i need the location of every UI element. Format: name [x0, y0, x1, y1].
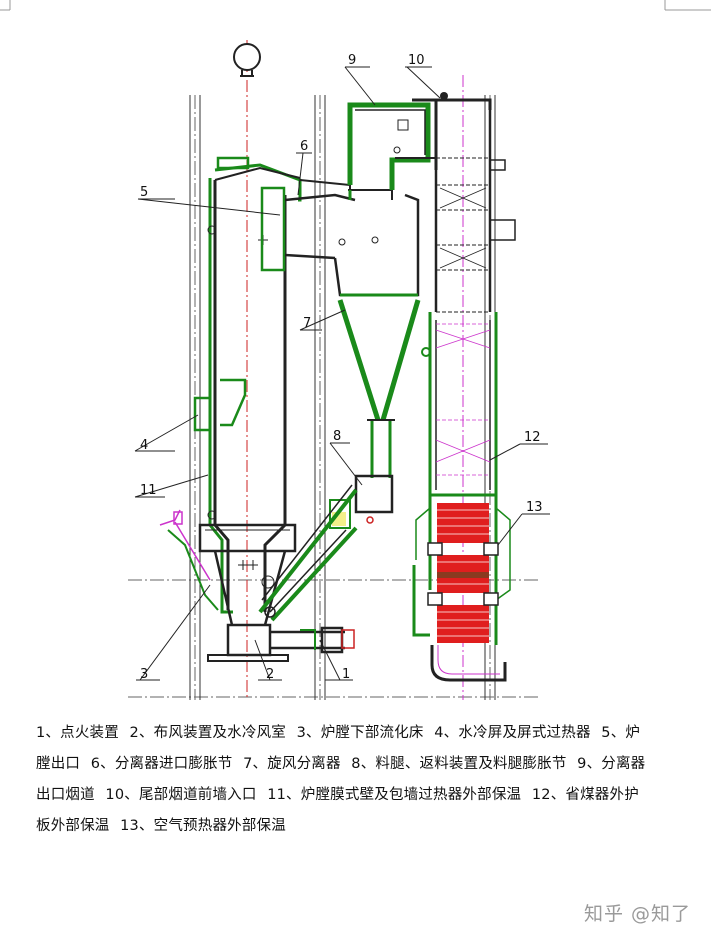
legend-item-11: 11、炉膛膜式壁及包墙过热器外部保温 [267, 787, 522, 803]
callout-13: 13 [526, 500, 543, 515]
legend-item-10: 10、尾部烟道前墙入口 [105, 787, 257, 803]
callout-4: 4 [140, 438, 148, 453]
callout-11: 11 [140, 483, 157, 498]
feed-pipe [159, 509, 211, 581]
furnace-body [193, 156, 302, 662]
callout-1: 1 [342, 667, 350, 682]
back-pass [412, 92, 516, 682]
callout-7: 7 [303, 316, 311, 331]
legend-item-4: 4、水冷屏及屏式过热器 [434, 725, 591, 741]
legend-item-12: 12、省煤器外护板外部保温 [36, 787, 639, 834]
legend-item-1: 1、点火装置 [36, 725, 119, 741]
legend-item-5: 5、炉膛出口 [36, 725, 641, 772]
legend-item-2: 2、布风装置及水冷风室 [129, 725, 286, 741]
feed-pipe-insulation [167, 529, 219, 611]
legend-item-6: 6、分离器进口膨胀节 [90, 756, 233, 772]
legend-item-3: 3、炉膛下部流化床 [296, 725, 424, 741]
ignition-device [270, 626, 355, 654]
zhihu-watermark: 知乎 @知了 [583, 903, 691, 925]
page-corner-marks [0, 0, 711, 11]
air-preheater-tubes [427, 503, 499, 643]
legend-item-13: 13、空气预热器外部保温 [120, 818, 286, 834]
callout-5: 5 [140, 185, 148, 200]
callout-12: 12 [524, 430, 541, 445]
separator-outlet-duct [347, 102, 436, 190]
boiler-schematic: 1 2 3 4 5 6 7 8 9 10 11 12 13 [0, 0, 711, 700]
legend-item-9: 9、分离器出口烟道 [36, 756, 646, 803]
legend-item-8: 8、料腿、返料装置及料腿膨胀节 [351, 756, 567, 772]
legend-item-7: 7、旋风分离器 [243, 756, 341, 772]
callout-3: 3 [140, 667, 148, 682]
legend-caption: 1、点火装置 2、布风装置及水冷风室 3、炉膛下部流化床 4、水冷屏及屏式过热器… [36, 718, 646, 842]
cyclone-separator [258, 179, 421, 622]
steam-drum [233, 43, 261, 77]
leader-lines [134, 66, 550, 681]
callout-labels: 1 2 3 4 5 6 7 8 9 10 11 12 13 [140, 53, 543, 682]
callout-9: 9 [348, 53, 356, 68]
callout-2: 2 [266, 667, 274, 682]
callout-6: 6 [300, 139, 308, 154]
callout-10: 10 [408, 53, 425, 68]
callout-8: 8 [333, 429, 341, 444]
